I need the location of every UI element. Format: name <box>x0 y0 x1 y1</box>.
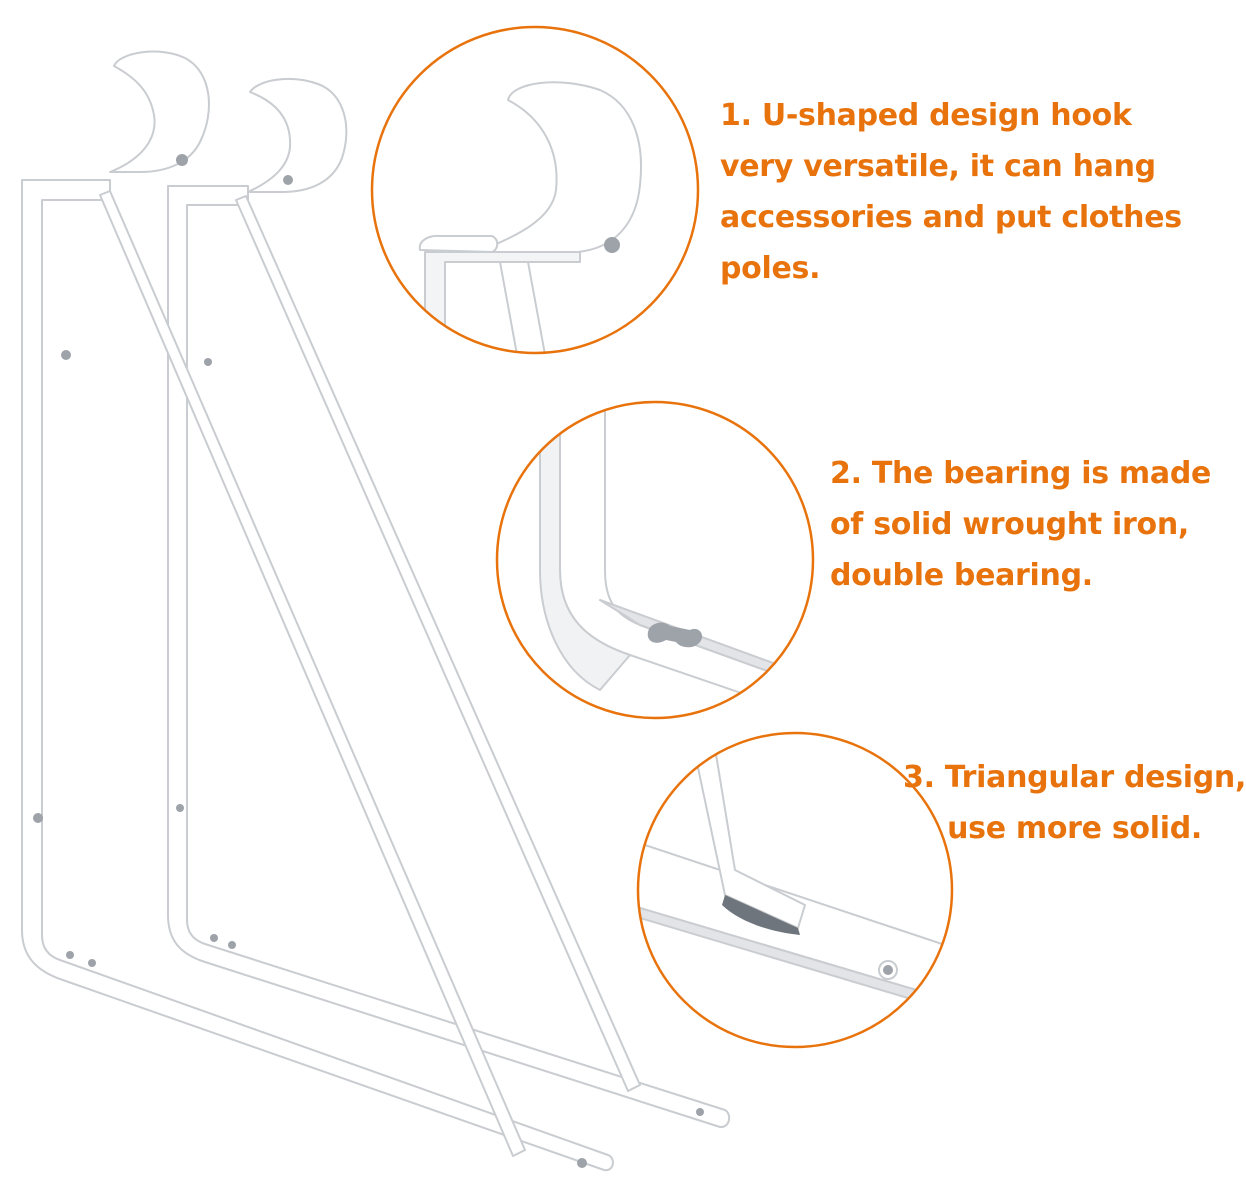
feature-3-line-2: use more solid. <box>947 811 1202 846</box>
feature-2-line-3: double bearing. <box>830 558 1093 593</box>
hole <box>283 175 293 185</box>
feature-1-line-4: poles. <box>720 251 821 286</box>
hole <box>204 358 212 366</box>
bracket-back-hook <box>247 77 348 193</box>
hole <box>604 237 620 253</box>
closeup-bearing <box>495 400 815 720</box>
hole <box>210 934 218 942</box>
feature-3-line-1: 3. Triangular design, <box>903 760 1246 795</box>
feature-3-text: 3. Triangular design, use more solid. <box>903 752 1246 854</box>
shelf-bracket-front <box>21 50 614 1172</box>
hole <box>61 350 71 360</box>
hole <box>176 804 184 812</box>
bracket-back-frame <box>167 185 731 1128</box>
feature-1-text: 1. U-shaped design hook very versatile, … <box>720 90 1182 294</box>
hole <box>696 1108 704 1116</box>
hole <box>33 813 43 823</box>
hole <box>228 941 236 949</box>
hole <box>176 154 188 166</box>
shelf-bracket-back <box>167 77 731 1128</box>
closeup-triangle <box>636 731 954 1049</box>
feature-1-line-2: very versatile, it can hang <box>720 149 1156 184</box>
bracket-front-frame <box>21 179 614 1172</box>
u-hook-closeup-icon <box>477 81 642 253</box>
feature-2-text: 2. The bearing is made of solid wrought … <box>830 448 1211 601</box>
feature-1-line-1: 1. U-shaped design hook <box>720 98 1132 133</box>
hole <box>577 1158 587 1168</box>
closeup-hook <box>370 25 700 355</box>
bracket-back-brace <box>235 195 641 1092</box>
bracket-front-brace <box>99 190 526 1157</box>
feature-2-line-1: 2. The bearing is made <box>830 456 1212 491</box>
feature-1-line-3: accessories and put clothes <box>720 200 1182 235</box>
product-scene <box>21 25 954 1172</box>
feature-2-line-2: of solid wrought iron, <box>830 507 1189 542</box>
hole <box>66 951 74 959</box>
bracket-front-hook <box>109 50 210 173</box>
hole <box>88 959 96 967</box>
